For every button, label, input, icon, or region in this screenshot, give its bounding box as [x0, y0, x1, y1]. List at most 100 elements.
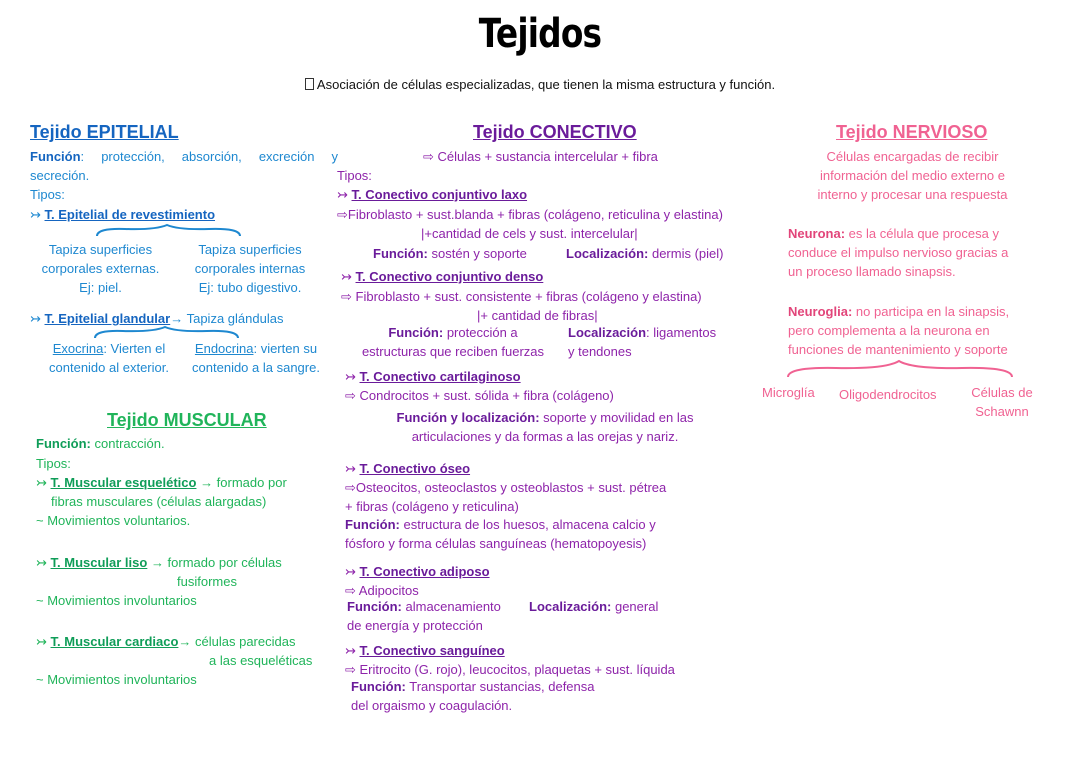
endocrina-label: Endocrina [194, 341, 254, 356]
exocrina-label: Exocrina [52, 341, 104, 356]
epitelial-funcion-label: Función [30, 149, 81, 164]
liso-line2: fusiformes [177, 574, 237, 589]
epitelial-funcion: Función: protección, absorción, excreció… [30, 147, 338, 185]
denso-line2: |+ cantidad de fibras| [477, 308, 598, 323]
cardiaco-text: → células parecidas [178, 634, 296, 649]
denso-loc-label: Localización [568, 325, 647, 340]
oseo-title: T. Conectivo óseo [359, 461, 471, 476]
arrow-icon: ↣ [345, 461, 360, 476]
cardiaco-title: T. Muscular cardiaco [50, 634, 179, 649]
laxo-line1: ⇨Fibroblasto + sust.blanda + fibras (col… [337, 207, 723, 222]
microglia-label: Microglía [762, 385, 815, 400]
exocrina-line2: contenido al exterior. [49, 360, 169, 375]
cart-funcion: Función y localización: soporte y movili… [370, 408, 720, 446]
arrow-icon: ↣ [345, 564, 360, 579]
laxo-line2: |+cantidad de cels y sust. intercelular| [421, 226, 638, 241]
arrow-icon: ↣ [345, 369, 360, 384]
sanguineo-funcion-label: Función: [351, 679, 406, 694]
denso-funcion-line2: estructuras que reciben fuerzas [361, 344, 545, 359]
cardiaco-mov: ~ Movimientos involuntarios [36, 672, 197, 687]
rev-right-line: Ej: tubo digestivo. [198, 280, 302, 295]
adiposo-funcion: Función: almacenamiento de energía y pro… [347, 597, 501, 635]
arrow-icon: ↣ [30, 311, 45, 326]
arrow-icon: ↣ [30, 207, 45, 222]
endocrina-block: Endocrina: vierten su contenido a la san… [180, 339, 332, 377]
epitelial-tipos: Tipos: [30, 187, 65, 202]
epitelial-rev-left: Tapiza superficies corporales externas. … [28, 240, 173, 297]
denso-loc-line2: y tendones [568, 344, 632, 359]
arrow-icon: ↣ [337, 187, 352, 202]
denso-funcion-label: Función: [388, 325, 444, 340]
laxo-loc-label: Localización: [566, 246, 649, 261]
denso-line1: ⇨ Fibroblasto + sust. consistente + fibr… [341, 289, 702, 304]
muscular-esqueletico: ↣ T. Muscular esquelético → formado por … [36, 473, 336, 530]
schwann-label: Células de Schawnn [962, 383, 1042, 421]
nervioso-heading: Tejido NERVIOSO [836, 122, 988, 142]
muscular-funcion-text: contracción. [90, 436, 165, 451]
oseo-funcion-label: Función: [345, 517, 400, 532]
page-subtitle: Asociación de células especializadas, qu… [0, 75, 1080, 94]
arrow-icon: ↣ [345, 643, 360, 658]
cart-line1: ⇨ Condrocitos + sust. sólida + fibra (co… [345, 388, 614, 403]
rev-left-line: corporales externas. [41, 261, 160, 276]
denso-title: T. Conectivo conjuntivo denso [355, 269, 544, 284]
endocrina-line2: contenido a la sangre. [192, 360, 320, 375]
nervioso-intro-line: interno y procesar una respuesta [817, 187, 1008, 202]
muscular-liso: ↣ T. Muscular liso → formado por células… [36, 553, 336, 610]
arrow-icon: ↣ [36, 475, 51, 490]
sanguineo-funcion: Función: Transportar sustancias, defensa… [351, 677, 595, 715]
rev-left-line: Ej: piel. [79, 280, 122, 295]
cart-title-row: ↣ T. Conectivo cartilaginoso [345, 367, 521, 386]
muscular-funcion: Función: contracción. [36, 434, 165, 453]
cart-funcion-label: Función y localización: [396, 410, 540, 425]
epitelial-heading: Tejido EPITELIAL [30, 122, 179, 142]
cart-title: T. Conectivo cartilaginoso [359, 369, 521, 384]
sanguineo-funcion-text: Transportar sustancias, defensa [405, 679, 595, 694]
liso-mov: ~ Movimientos involuntarios [36, 593, 197, 608]
neurona-label: Neurona: [788, 226, 846, 241]
neurona-line2: conduce el impulso nervioso gracias a [788, 245, 1009, 260]
sanguineo-title: T. Conectivo sanguíneo [359, 643, 505, 658]
denso-funcion: Función: protección a estructuras que re… [346, 323, 560, 361]
denso-localizacion: Localización: ligamentos y tendones [568, 323, 716, 361]
oligodendrocitos-label: Oligodendrocitos [839, 387, 937, 402]
oseo-line2: + fibras (colágeno y reticulina) [345, 499, 519, 514]
laxo-localizacion: Localización: dermis (piel) [566, 244, 723, 263]
conectivo-tipos: Tipos: [337, 168, 372, 183]
oseo-funcion-text: estructura de los huesos, almacena calci… [399, 517, 656, 532]
esqueletico-line2: fibras musculares (células alargadas) [51, 494, 267, 509]
endocrina-text: : vierten su [253, 341, 318, 356]
subtitle-text: Asociación de células especializadas, qu… [316, 77, 776, 92]
epitelial-gland-row: ↣ T. Epitelial glandular→ Tapiza glándul… [30, 309, 283, 328]
esqueletico-text: → formado por [196, 475, 287, 490]
epitelial-rev-right: Tapiza superficies corporales internas E… [180, 240, 320, 297]
cardiaco-line2: a las esqueléticas [209, 653, 313, 668]
denso-funcion-text: protección a [443, 325, 518, 340]
rev-right-line: corporales internas [194, 261, 306, 276]
esqueletico-mov: ~ Movimientos voluntarios. [36, 513, 191, 528]
sanguineo-title-row: ↣ T. Conectivo sanguíneo [345, 641, 505, 660]
neurona-text: es la célula que procesa y [845, 226, 999, 241]
page-title: Tejidos [478, 11, 602, 57]
neuroglia-line2: pero complementa a la neurona en [788, 323, 990, 338]
missing-glyph-icon [304, 78, 314, 90]
oseo-title-row: ↣ T. Conectivo óseo [345, 459, 470, 478]
schwann-line2: Schawnn [975, 404, 1029, 419]
oseo-funcion-line2: fósforo y forma células sanguíneas (hema… [345, 536, 647, 551]
cart-funcion-text: soporte y movilidad en las [539, 410, 694, 425]
liso-text: → formado por células [147, 555, 282, 570]
adiposo-localizacion: Localización: general [529, 597, 658, 616]
muscular-tipos: Tipos: [36, 456, 71, 471]
adiposo-line1: ⇨ Adipocitos [345, 583, 419, 598]
esqueletico-title: T. Muscular esquelético [50, 475, 197, 490]
neuroglia-block: Neuroglia: no participa en la sinapsis, … [788, 302, 1048, 359]
laxo-title: T. Conectivo conjuntivo laxo [351, 187, 528, 202]
laxo-funcion: Función: sostén y soporte [373, 244, 527, 263]
brace-icon [787, 359, 1013, 378]
adiposo-loc-text: general [611, 599, 659, 614]
rev-right-line: Tapiza superficies [198, 242, 302, 257]
sanguineo-funcion-line2: del orgaismo y coagulación. [351, 698, 513, 713]
laxo-title-row: ↣ T. Conectivo conjuntivo laxo [337, 185, 527, 204]
neurona-block: Neurona: es la célula que procesa y cond… [788, 224, 1048, 281]
adiposo-title: T. Conectivo adiposo [359, 564, 490, 579]
